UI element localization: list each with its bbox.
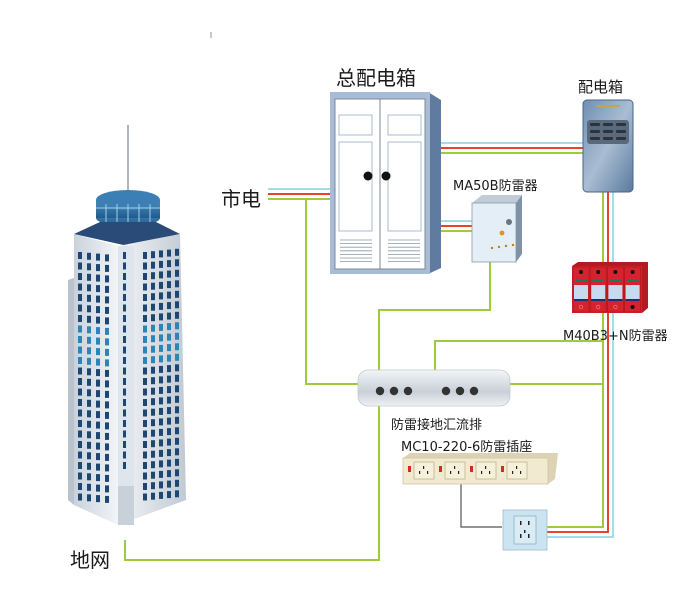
ground-grid-wire bbox=[124, 400, 380, 561]
ground-grid-label: 地网 bbox=[70, 548, 110, 572]
spd-earth-link bbox=[434, 340, 603, 372]
main-panel-label: 总配电箱 bbox=[336, 66, 416, 90]
sub-distribution-panel bbox=[582, 99, 634, 193]
door-handle-right bbox=[381, 171, 391, 181]
branch-live-wire bbox=[547, 192, 609, 533]
m40b3-surge-protector bbox=[572, 262, 648, 313]
building-windows bbox=[78, 248, 179, 503]
ma50b-surge-protector bbox=[471, 195, 522, 263]
busbar-label: 防雷接地汇流排 bbox=[391, 418, 483, 433]
m40b3-label: M40B3+N防雷器 bbox=[563, 329, 668, 344]
mains-earth-drop bbox=[305, 199, 360, 385]
main-distribution-panel bbox=[330, 92, 441, 274]
ma50b-earth-drop bbox=[378, 262, 491, 372]
grounding-busbar bbox=[357, 369, 511, 407]
branch-earth-wire bbox=[547, 192, 604, 528]
door-handle-left bbox=[363, 171, 373, 181]
strip-cable bbox=[460, 484, 502, 528]
mains-label: 市电 bbox=[221, 187, 261, 211]
wall-socket bbox=[502, 509, 548, 551]
sub-panel-label: 配电箱 bbox=[578, 78, 624, 96]
socket-strip-label: MC10-220-6防雷插座 bbox=[401, 440, 533, 455]
ma50b-label: MA50B防雷器 bbox=[453, 179, 538, 194]
surge-socket-strip bbox=[402, 453, 558, 485]
